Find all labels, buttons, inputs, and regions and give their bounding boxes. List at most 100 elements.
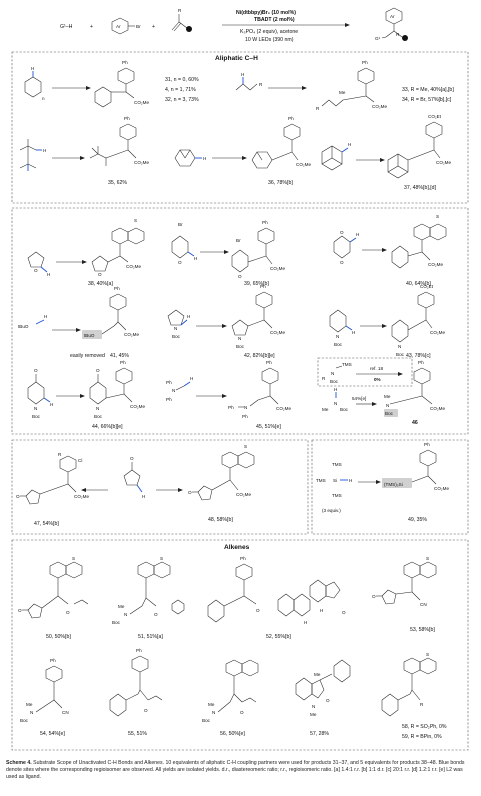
entry-57: Me O N Me 57, 28% [295,659,351,737]
svg-text:CO₂Me: CO₂Me [124,332,140,337]
entry-42: N Boc H N Boc Ph CO₂Me 42, 82%[b][e] [167,284,286,359]
label-50: 50, 50%[b] [46,634,71,640]
entry-35: H Ph CO₂Me 35, 62% [19,116,150,186]
svg-text:O: O [154,612,158,617]
svg-text:R: R [420,702,424,707]
svg-text:O: O [130,456,134,461]
boc-highlight [384,409,398,417]
svg-text:H: H [320,608,323,613]
product-dot [402,35,408,41]
svg-text:CO₂Me: CO₂Me [436,160,452,165]
svg-text:S: S [426,556,429,561]
svg-text:Me: Me [310,712,317,717]
svg-text:Ph: Ph [166,380,172,385]
svg-text:S: S [72,556,75,561]
plus-2: + [152,24,155,30]
svg-text:Me: Me [322,407,329,412]
svg-text:N: N [124,612,127,617]
entry-53: O S CN 53, 58%[b] [372,556,437,633]
entry-47: O R Cl CO₂Me 47, 54%[b] [16,452,90,527]
svg-text:Boc: Boc [385,411,394,416]
svg-text:Boc: Boc [396,352,405,357]
svg-text:CN: CN [62,710,69,715]
svg-text:H: H [304,620,307,625]
svg-text:O: O [178,260,182,265]
svg-text:O: O [66,610,70,615]
entry-50: O S O 50, 50%[b] [18,556,89,640]
svg-text:Ph: Ph [362,60,368,65]
svg-text:H: H [31,66,34,71]
svg-text:O: O [188,490,192,495]
svg-text:N: N [398,344,401,349]
entry-33-34: H R R Me Ph CO₂Me 33, R = Me, 40%[a],[b]… [235,60,454,111]
svg-text:N: N [212,710,215,715]
svg-text:S: S [134,218,137,223]
label-31: 31, n = 0, 60% [165,77,199,83]
svg-text:CO₂Me: CO₂Me [430,330,446,335]
aliphatic-box-top [11,51,469,204]
svg-text:CO₂Me: CO₂Me [74,494,90,499]
svg-text:N: N [244,405,247,410]
svg-text:Ph: Ph [124,116,130,121]
entry-55: Ph O 55, 51% [109,648,163,737]
svg-text:Boc: Boc [340,407,349,412]
svg-text:CO₂Me: CO₂Me [270,266,286,271]
svg-text:N: N [331,371,334,376]
label-59: 59, R = BPin, 0% [402,734,442,740]
caption-label: Scheme 4. [6,760,32,766]
svg-text:Ph: Ph [228,405,234,410]
label-4: 4, n = 1, 71% [165,87,196,93]
svg-text:tBuO: tBuO [84,333,95,338]
entry-56: Me N Boc O 56, 50%[e] [202,659,259,737]
label-46: 46 [412,420,418,426]
br-label: Br [136,24,141,29]
svg-text:O: O [96,368,100,373]
svg-text:O: O [340,230,344,235]
svg-text:Me: Me [26,702,33,707]
label-51: 51, 51%[a] [138,634,163,640]
svg-text:CO₂Me: CO₂Me [296,162,312,167]
svg-text:O: O [18,608,22,613]
alkene-dot [186,26,192,32]
svg-text:n: n [42,96,45,101]
ref18-label: ref. 18 [370,366,383,371]
box-silane [311,439,469,535]
svg-text:CO₂Et: CO₂Et [428,114,442,119]
svg-text:Si: Si [333,478,337,483]
svg-text:Ph: Ph [288,116,294,121]
svg-text:N: N [30,710,33,715]
svg-text:Ph: Ph [114,286,120,291]
svg-text:O: O [342,610,346,615]
plus-1: + [90,24,93,30]
svg-text:O: O [144,708,148,713]
entry-39: Br O H Br O Ph CO₂Me 39, 65%[b] [171,220,286,287]
label-34: 34, R = Br, 57%[b],[c] [402,97,452,103]
entry-44: O N Boc H O N Boc Ph CO₂Me 44, 66%[b][e] [27,360,146,430]
entry-41: tBuO H tBuO easily removed Ph CO₂Me 41, … [18,286,140,359]
label-56: 56, 50%[e] [220,731,245,737]
entry-46: TMS R N Boc ref. 18 0% H Me N Boc 54%[e]… [317,357,446,426]
entry-48: O S CO₂Me 48, 58%[b] [188,444,255,523]
svg-text:N: N [386,403,389,408]
svg-text:Boc: Boc [172,334,181,339]
svg-text:Br: Br [236,238,241,243]
svg-text:H: H [43,148,46,153]
label-47: 47, 54%[b] [34,521,59,527]
entry-36: H Ph CO₂Me 36, 78%[b] [174,116,312,186]
svg-text:CO₂Me: CO₂Me [430,406,446,411]
label-35: 35, 62% [108,180,127,186]
label-45: 45, 51%[e] [256,424,281,430]
svg-text:Boc: Boc [236,344,245,349]
svg-text:tBuO: tBuO [18,324,29,329]
label-43: 43, 78%[c] [406,353,431,359]
svg-text:H: H [190,376,193,381]
svg-text:O: O [34,268,38,273]
svg-text:H: H [47,272,50,277]
svg-text:Cl: Cl [78,458,82,463]
svg-text:H: H [44,314,47,319]
svg-text:Ph: Ph [120,360,126,365]
alkene-r: R [178,8,182,13]
svg-text:CO₂Me: CO₂Me [130,404,146,409]
svg-text:O: O [240,710,244,715]
svg-text:CO₂Me: CO₂Me [134,100,150,105]
